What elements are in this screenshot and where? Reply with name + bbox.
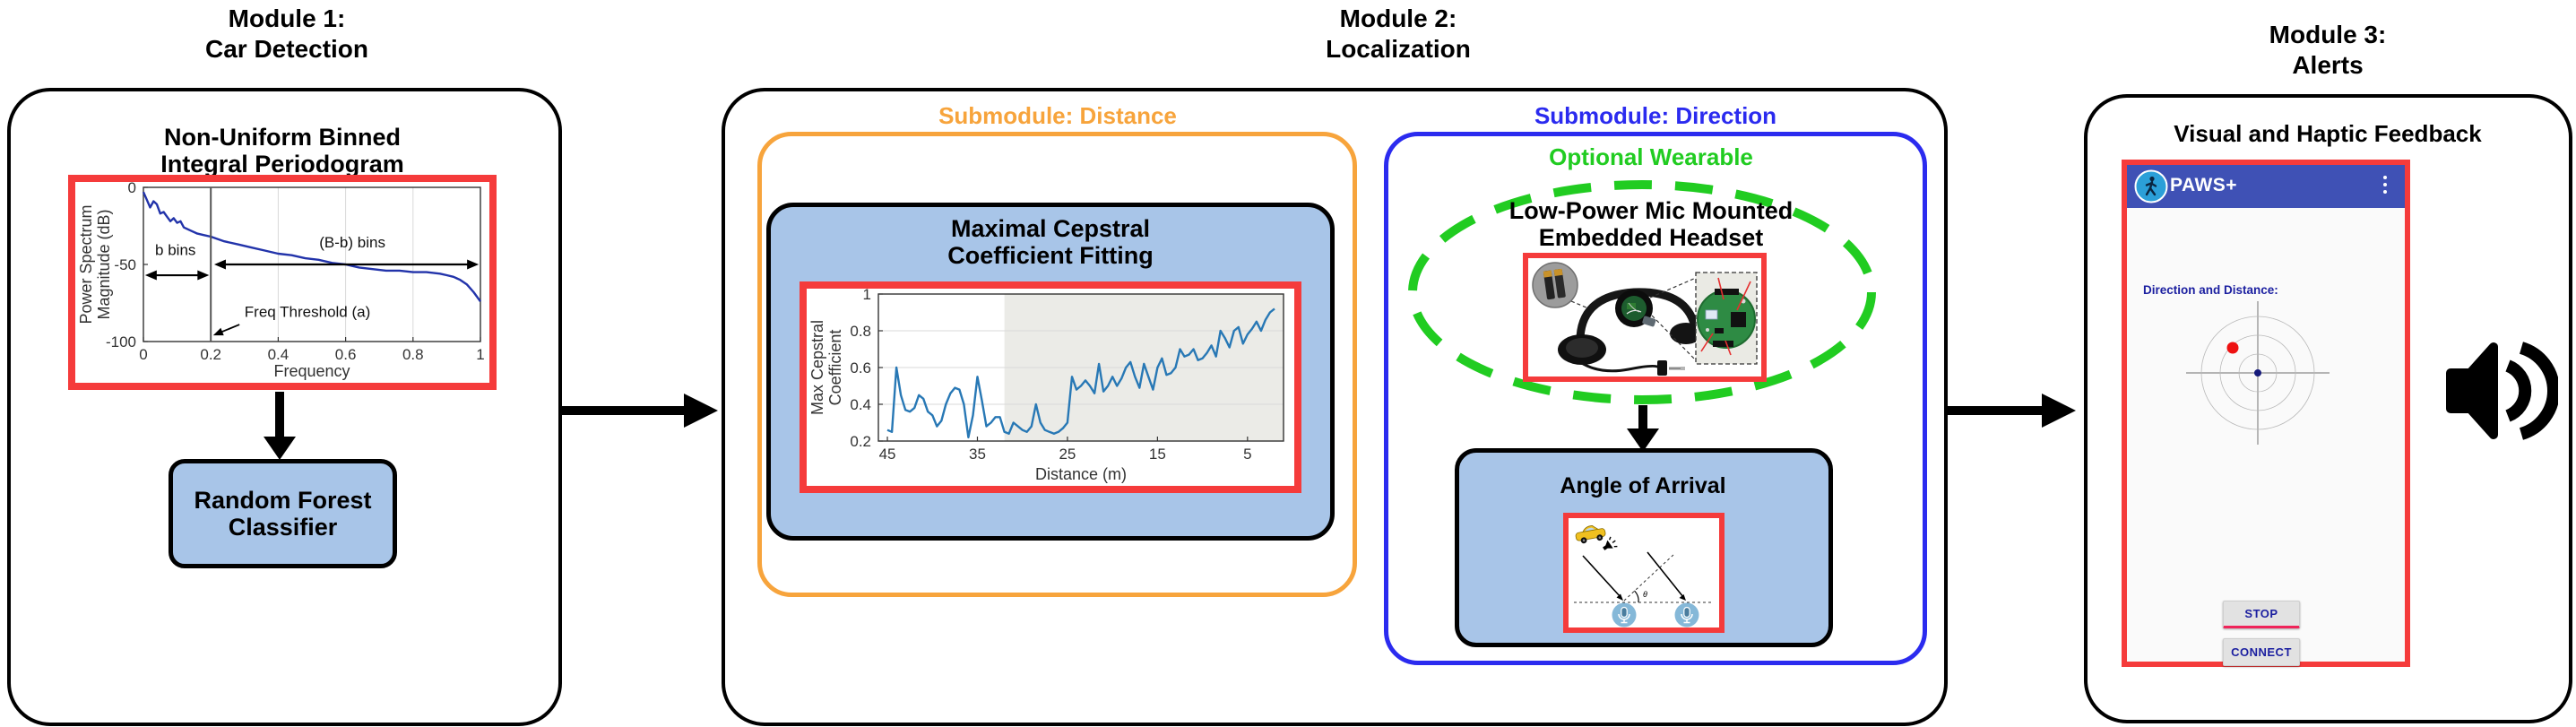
flow-arrow-1-2 xyxy=(560,406,686,415)
cepstral-title: Maximal Cepstral Coefficient Fitting xyxy=(947,215,1154,269)
svg-text:0.2: 0.2 xyxy=(200,346,221,363)
optional-wearable-ellipse xyxy=(1408,180,1876,404)
phone-body: Direction and Distance: STOP CONNECT xyxy=(2127,208,2405,666)
svg-text:0.4: 0.4 xyxy=(268,346,290,363)
headset-cable xyxy=(1579,360,1661,373)
module3-header: Module 3: Alerts xyxy=(2104,20,2552,81)
arrow-headset-to-aoa xyxy=(1638,405,1647,430)
headset-illustration xyxy=(1532,262,1758,376)
headset-photo xyxy=(1523,253,1767,382)
svg-text:0.6: 0.6 xyxy=(335,346,357,363)
svg-text:0: 0 xyxy=(139,346,147,363)
random-forest-box: Random Forest Classifier xyxy=(169,459,397,568)
module2-header: Module 2: Localization xyxy=(1174,4,1622,65)
svg-text:Distance (m): Distance (m) xyxy=(1035,465,1127,483)
circuit-board xyxy=(1695,272,1758,365)
feedback-title: Visual and Haptic Feedback xyxy=(2174,120,2482,147)
aoa-illustration: θ xyxy=(1574,525,1714,627)
svg-text:15: 15 xyxy=(1149,446,1166,463)
flow-arrow-2-3 xyxy=(1947,406,2044,415)
svg-text:0.8: 0.8 xyxy=(850,323,871,340)
car-icon xyxy=(1575,525,1606,544)
periodogram-title-line1: Non-Uniform Binned xyxy=(164,124,401,151)
submodule-distance-label: Submodule: Distance xyxy=(938,102,1177,129)
svg-text:0.8: 0.8 xyxy=(402,346,424,363)
radar-plot xyxy=(2186,301,2330,445)
microphone-icon xyxy=(1612,602,1637,627)
optional-wearable-label: Optional Wearable xyxy=(1549,143,1753,170)
headset-title: Low-Power Mic Mounted Embedded Headset xyxy=(1508,197,1794,251)
svg-text:0: 0 xyxy=(128,182,136,196)
svg-text:1: 1 xyxy=(863,289,871,303)
svg-text:0.2: 0.2 xyxy=(850,433,871,450)
user-position-dot xyxy=(2254,369,2261,376)
walking-person-icon xyxy=(2134,169,2168,203)
module2-header-line2: Localization xyxy=(1326,35,1471,63)
svg-text:0.4: 0.4 xyxy=(850,396,871,413)
aoa-frame: θ xyxy=(1563,513,1725,633)
battery-inset xyxy=(1532,262,1578,308)
svg-text:-100: -100 xyxy=(106,333,136,351)
periodogram-title: Non-Uniform Binned Integral Periodogram xyxy=(68,124,497,177)
svg-text:35: 35 xyxy=(969,446,986,463)
module2-header-line1: Module 2: xyxy=(1339,4,1457,32)
connect-button[interactable]: CONNECT xyxy=(2223,638,2300,666)
svg-text:Freq Threshold (a): Freq Threshold (a) xyxy=(245,303,370,320)
arrow-chart-to-classifier-head xyxy=(264,437,296,460)
svg-text:0.6: 0.6 xyxy=(850,359,871,376)
svg-text:Power SpectrumMagnitude (dB): Power SpectrumMagnitude (dB) xyxy=(77,204,113,324)
module1-header: Module 1: Car Detection xyxy=(63,4,511,65)
kebab-menu-icon[interactable] xyxy=(2383,176,2387,197)
module3-header-line2: Alerts xyxy=(2292,51,2364,79)
svg-text:b bins: b bins xyxy=(155,242,195,259)
speaker-audio-icon xyxy=(2446,342,2558,440)
module1-header-line1: Module 1: xyxy=(228,4,346,32)
svg-text:25: 25 xyxy=(1059,446,1076,463)
phone-app-name: PAWS+ xyxy=(2170,175,2238,195)
microphone-icon xyxy=(1674,602,1699,627)
arrow-chart-to-classifier xyxy=(275,392,284,438)
module3-header-line1: Module 3: xyxy=(2269,21,2387,48)
periodogram-title-line2: Integral Periodogram xyxy=(160,151,404,177)
svg-text:Max CepstralCoefficient: Max CepstralCoefficient xyxy=(808,320,844,415)
phone-app-bar: PAWS+ xyxy=(2127,165,2405,208)
svg-text:Frequency: Frequency xyxy=(273,362,350,380)
theta-label: θ xyxy=(1643,590,1647,599)
aoa-title: Angle of Arrival xyxy=(1560,473,1726,498)
svg-text:1: 1 xyxy=(476,346,484,363)
arrow-headset-to-aoa-head xyxy=(1627,428,1659,452)
direction-distance-label: Direction and Distance: xyxy=(2143,283,2278,297)
stop-button[interactable]: STOP xyxy=(2223,601,2300,628)
flow-arrow-2-3-head xyxy=(2042,394,2076,428)
svg-text:-50: -50 xyxy=(114,256,136,273)
module1-header-line2: Car Detection xyxy=(204,35,369,63)
svg-text:(B-b) bins: (B-b) bins xyxy=(319,234,385,251)
svg-text:5: 5 xyxy=(1243,446,1251,463)
svg-text:45: 45 xyxy=(879,446,896,463)
phone-screen: PAWS+ Direction and Distance: STOP CONNE… xyxy=(2122,160,2410,667)
car-position-dot xyxy=(2226,342,2239,354)
flow-arrow-1-2-head xyxy=(684,394,718,428)
sound-icon xyxy=(1603,536,1618,550)
random-forest-label: Random Forest Classifier xyxy=(194,487,372,541)
submodule-direction-label: Submodule: Direction xyxy=(1534,102,1777,129)
